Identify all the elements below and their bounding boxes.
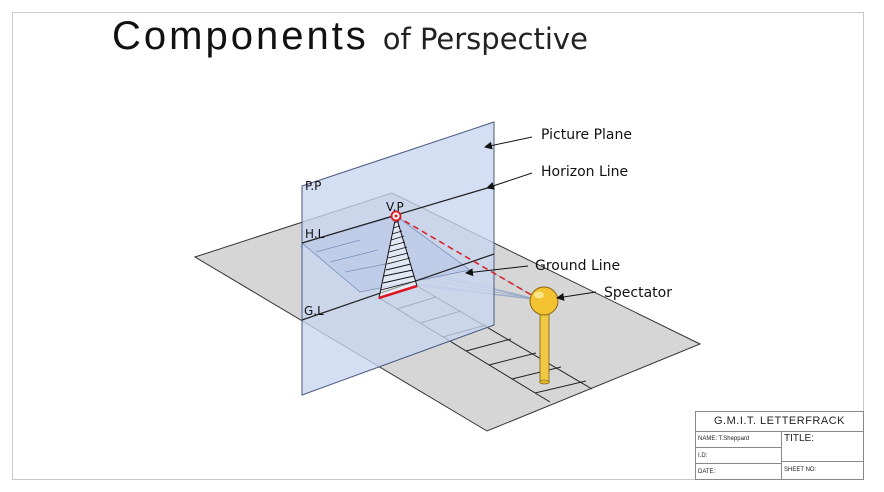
callout-arrows — [465, 136, 597, 301]
label-vp: V.P — [386, 200, 404, 214]
label-gl: G.L — [304, 304, 324, 318]
sight-line — [395, 215, 541, 301]
title-block-title: TITLE: — [784, 433, 815, 444]
title-block: G.M.I.T. LETTERFRACK NAME: T.Sheppard I.… — [695, 411, 864, 480]
label-hl: H.L — [305, 227, 325, 241]
title-block-date: DATE: — [698, 469, 716, 475]
title-block-left: NAME: T.Sheppard I.D: DATE: — [696, 431, 782, 479]
title-block-school: G.M.I.T. LETTERFRACK — [696, 412, 863, 432]
drawing-frame — [12, 12, 864, 480]
label-ground-line: Ground Line — [535, 258, 620, 274]
title-block-right: TITLE: SHEET NO: — [781, 431, 863, 479]
vanishing-triangle — [378, 215, 418, 299]
page-title: Components of Perspective — [112, 14, 588, 64]
vanishing-point-marker — [390, 210, 402, 222]
title-sub: of Perspective — [382, 22, 588, 56]
title-block-name: NAME: T.Sheppard — [696, 431, 781, 448]
label-spectator: Spectator — [604, 285, 672, 301]
picture-base-segment — [378, 284, 418, 300]
title-main: Components — [112, 14, 369, 58]
title-block-sheet-no: SHEET NO: — [781, 461, 863, 479]
label-pp: P.P — [305, 179, 321, 193]
spectator-figure — [529, 286, 559, 385]
label-horizon-line: Horizon Line — [541, 164, 628, 180]
title-block-grid: NAME: T.Sheppard I.D: DATE: TITLE: SHEET… — [696, 431, 863, 479]
title-block-id: I.D: — [696, 448, 781, 464]
label-picture-plane: Picture Plane — [541, 127, 632, 143]
